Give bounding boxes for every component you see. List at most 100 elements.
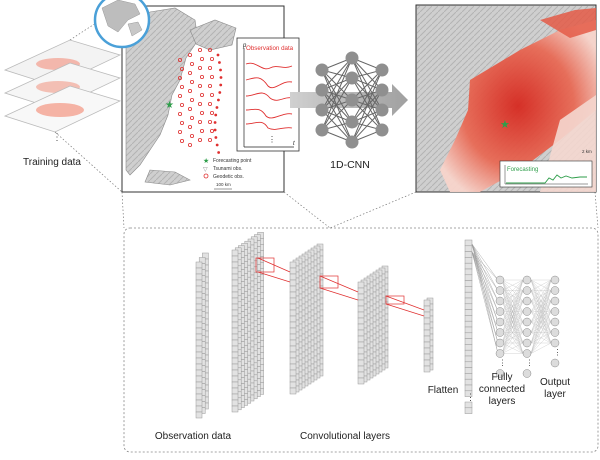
flatten-label: Flatten	[428, 385, 459, 396]
legend-geodetic-label: Geodetic obs.	[213, 174, 244, 180]
geodetic-station	[189, 116, 194, 121]
geodetic-station	[187, 89, 192, 94]
geodetic-station	[199, 128, 204, 133]
inset-ellipsis: ⋮	[268, 135, 276, 144]
network-label: 1D-CNN	[330, 159, 370, 171]
cnn-architecture-panel	[123, 227, 599, 453]
fc-node	[495, 328, 505, 337]
tsunami-station	[213, 121, 217, 124]
svg-text:⋮: ⋮	[554, 348, 562, 357]
geodetic-station	[179, 121, 184, 126]
geodetic-station	[179, 138, 184, 143]
conv-layer-2	[289, 243, 324, 395]
station-markers	[177, 48, 223, 154]
geodetic-station	[179, 85, 184, 90]
forecast-waveform	[506, 174, 587, 184]
tsunami-station	[217, 151, 221, 154]
geodetic-station	[187, 53, 192, 58]
legend-tsunami-label: Tsunami obs.	[213, 166, 242, 172]
output-node	[550, 328, 560, 337]
inundation-area	[440, 20, 596, 192]
fc-label-line3: layers	[489, 396, 516, 407]
conv-layer-1	[231, 232, 264, 413]
output-node	[550, 317, 560, 327]
geodetic-station	[199, 93, 204, 98]
geodetic-station	[197, 137, 202, 142]
fc-node	[495, 349, 505, 358]
tsunami-station	[215, 143, 219, 147]
result-forecast-star-icon: ★	[500, 119, 510, 131]
conv-layer-3	[357, 265, 389, 385]
output-node	[550, 275, 560, 285]
tsunami-station	[218, 61, 221, 64]
result-scale-label: 2 km	[582, 149, 592, 154]
legend-circle-icon	[203, 173, 209, 179]
geodetic-station	[207, 137, 212, 142]
geodetic-station	[197, 84, 202, 89]
geodetic-station	[207, 102, 212, 107]
geodetic-station	[177, 94, 182, 99]
svg-text:⋮: ⋮	[526, 359, 534, 368]
nn-node	[345, 115, 359, 129]
geodetic-station	[197, 48, 202, 53]
nn-node	[375, 83, 389, 97]
svg-text:⋮: ⋮	[466, 392, 475, 402]
nn-node	[345, 135, 359, 149]
convolutional-layers-label: Convolutional layers	[300, 431, 390, 442]
fc-node	[522, 317, 532, 327]
geodetic-station	[177, 129, 182, 134]
flatten-vector: ⋮	[464, 239, 475, 414]
geodetic-station	[209, 57, 214, 62]
geodetic-station	[197, 120, 202, 125]
geodetic-station	[187, 71, 192, 76]
nn-node	[345, 51, 359, 65]
nn-node	[315, 103, 329, 117]
result-map-panel: ★ 2 km Forecasting	[415, 4, 597, 193]
nn-node	[345, 93, 359, 107]
output-node	[550, 338, 560, 348]
training-data-label: Training data	[23, 157, 81, 168]
geodetic-station	[199, 57, 204, 62]
fc-node	[522, 275, 532, 285]
legend-triangle-icon: ▽	[203, 167, 208, 173]
geodetic-station	[177, 112, 182, 117]
geodetic-station	[199, 75, 204, 80]
geodetic-station	[179, 67, 184, 72]
fc-node	[522, 338, 532, 348]
receptive-field-links	[255, 257, 425, 317]
fc-node	[522, 349, 532, 358]
tsunami-station	[218, 91, 222, 94]
nn-nodes	[315, 51, 389, 149]
fc-node	[522, 328, 532, 337]
conv-layer-4	[423, 297, 434, 373]
inset-y-axis-label: p	[242, 43, 247, 49]
forecast-point-star-icon: ★	[165, 100, 174, 111]
geodetic-station	[189, 133, 194, 138]
geodetic-station	[207, 48, 212, 53]
output-node	[550, 358, 560, 368]
geodetic-station	[207, 120, 212, 125]
tsunami-station	[214, 113, 218, 117]
geodetic-station	[207, 84, 212, 89]
tsunami-station	[219, 68, 222, 72]
fc-node	[522, 286, 532, 295]
tsunami-station	[216, 53, 220, 57]
geodetic-station	[209, 75, 214, 80]
geodetic-station	[187, 107, 192, 112]
fully-connected-network: ⋮⋮⋮	[471, 243, 562, 378]
geodetic-station	[179, 103, 184, 108]
training-data-stack: ⋮	[3, 39, 122, 143]
fc-label-line2: connected	[479, 384, 525, 395]
output-node	[550, 307, 560, 316]
output-node	[550, 296, 560, 306]
nn-node	[315, 63, 329, 77]
fc-label-line1: Fully	[491, 372, 512, 383]
nn-node	[375, 123, 389, 137]
nn-node	[375, 63, 389, 77]
geodetic-station	[209, 93, 214, 98]
nn-node	[345, 71, 359, 85]
observation-data-label: Observation data	[155, 431, 232, 442]
geodetic-station	[209, 128, 214, 133]
bottom-connector-lines	[121, 191, 599, 229]
